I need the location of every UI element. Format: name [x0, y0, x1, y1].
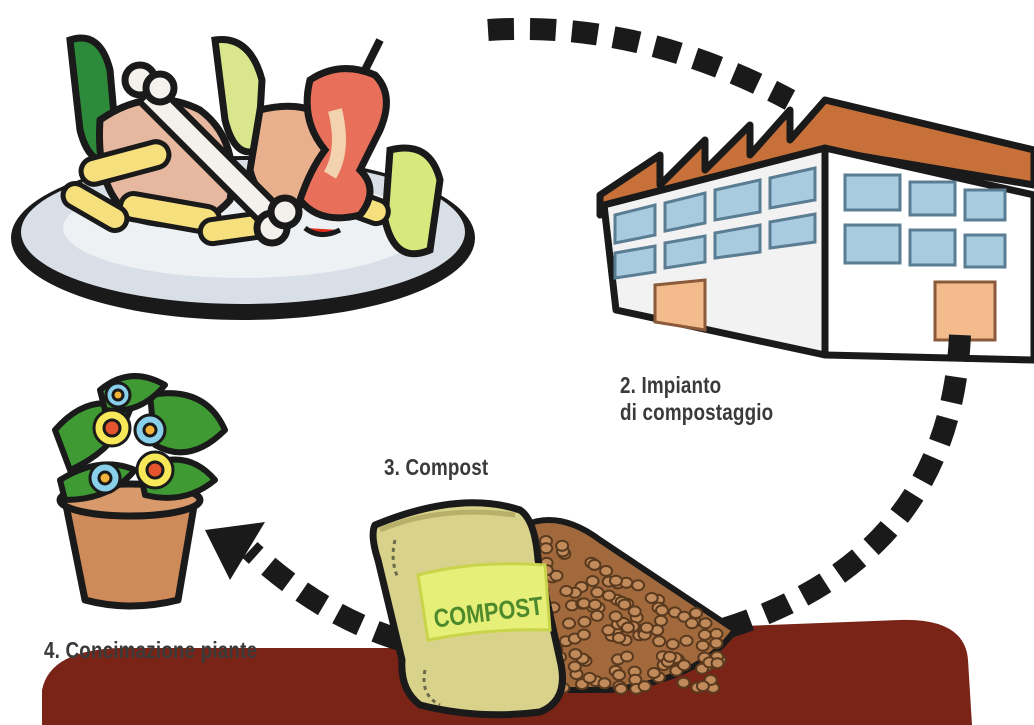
- compost-granule: [608, 574, 623, 587]
- step-2-title-line1: Impianto: [641, 372, 722, 398]
- step-4-title: Concimazione piante: [65, 637, 258, 663]
- compost-granule: [590, 609, 605, 622]
- compost-granule: [697, 628, 712, 641]
- compost-granule: [665, 638, 680, 651]
- compost-granule: [599, 565, 614, 577]
- compost-granule: [689, 607, 703, 620]
- compost-granule: [568, 648, 583, 661]
- compost-granule: [597, 677, 612, 690]
- compost-granule: [602, 589, 616, 602]
- compost-granule: [549, 569, 564, 582]
- compost-granule: [679, 634, 694, 647]
- step-4-label: 4. Concimazione piante: [44, 637, 257, 664]
- step-2-number: 2.: [620, 372, 637, 398]
- compost-granule: [695, 680, 710, 693]
- compost-granule: [698, 617, 713, 630]
- compost-granule: [684, 617, 699, 630]
- compost-granule: [614, 682, 628, 695]
- flower-pot-icon: [52, 373, 228, 610]
- compost-granule: [567, 660, 582, 673]
- compost-granule: [695, 639, 710, 652]
- compost-granule: [576, 628, 591, 641]
- compost-granule: [587, 558, 602, 571]
- compost-granule: [631, 579, 646, 592]
- step-3-label: 3. Compost: [384, 454, 488, 481]
- compost-granule: [677, 659, 692, 672]
- compost-granule: [588, 598, 603, 611]
- compost-granule: [617, 598, 632, 611]
- compost-granule: [590, 586, 605, 599]
- food-waste-plate-icon: [11, 34, 475, 320]
- compost-bag-icon: COMPOST: [369, 499, 566, 719]
- arrow-head-icon: [205, 522, 265, 580]
- compost-granule: [539, 542, 554, 555]
- bag-label-panel: [416, 562, 552, 642]
- compost-granule: [655, 604, 669, 617]
- compost-granule: [620, 650, 634, 663]
- cycle-dashed-arrows: [242, 17, 971, 651]
- step-4-number: 4.: [44, 637, 61, 663]
- composting-plant-building-icon: [596, 96, 1034, 364]
- compost-granule: [710, 657, 725, 670]
- compost-granule: [644, 592, 659, 604]
- compost-granule: [562, 617, 576, 630]
- step-2-title-line2: di compostaggio: [620, 399, 774, 425]
- step-3-title: Compost: [405, 454, 489, 480]
- compost-granule: [646, 667, 661, 679]
- step-3-number: 3.: [384, 454, 401, 480]
- compost-granule: [559, 585, 574, 597]
- compost-granule: [676, 676, 691, 689]
- compost-granule: [608, 610, 623, 623]
- compost-granule: [709, 637, 724, 650]
- compost-granule: [654, 614, 668, 627]
- compost-granule: [582, 671, 597, 684]
- compost-granule: [612, 631, 626, 644]
- compost-granule: [585, 575, 600, 588]
- arrow-plate-to-plant: [487, 17, 796, 110]
- compost-granule: [576, 597, 591, 610]
- compost-granule: [652, 635, 667, 648]
- compost-granule: [662, 650, 677, 663]
- compost-granule: [637, 680, 652, 693]
- step-2-label: 2. Impianto di compostaggio: [620, 372, 773, 426]
- compost-granule: [555, 539, 570, 552]
- compost-granule: [639, 621, 654, 634]
- compost-granule: [577, 615, 592, 628]
- compost-granule: [627, 605, 642, 618]
- compost-granule: [620, 621, 635, 634]
- arrow-compost-to-plant: [242, 541, 404, 651]
- compost-granule: [601, 624, 616, 637]
- compost-granule: [612, 669, 626, 682]
- arrow-plant-to-compost: [716, 334, 971, 641]
